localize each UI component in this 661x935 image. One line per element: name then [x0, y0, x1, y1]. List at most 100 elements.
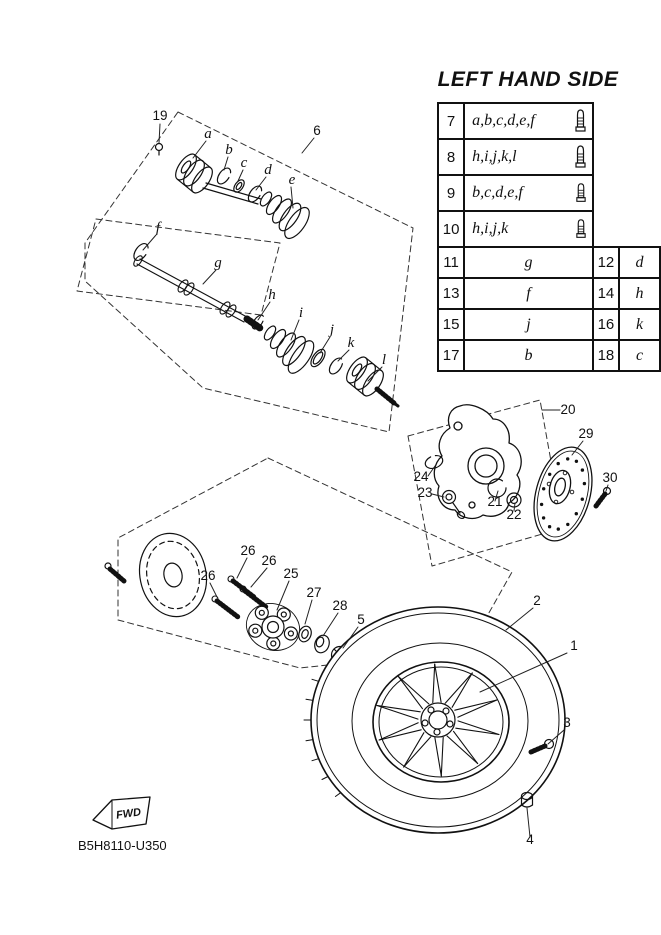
clamp-h [251, 314, 265, 330]
legend-letter: g [463, 246, 594, 279]
legend-ref-number: 7 [436, 102, 466, 140]
part-label-i: i [299, 305, 303, 321]
legend-ref-number: 8 [436, 138, 466, 176]
part-label-j: j [328, 322, 334, 338]
legend-letters: b,c,d,e,f [472, 184, 523, 201]
legend-ref-number: 17 [436, 339, 466, 372]
part-label-27: 27 [306, 585, 321, 600]
part-label-a: a [204, 126, 212, 142]
ring-d [247, 185, 263, 203]
part-label-21: 21 [487, 494, 502, 509]
legend-letter: j [463, 308, 594, 341]
legend-ref-number: 18 [591, 339, 621, 372]
bolt-icon [576, 182, 586, 202]
ball-joint-23 [441, 489, 466, 520]
legend-ref-number: 12 [591, 246, 621, 279]
circlip-b [216, 167, 232, 185]
wheel-studs [211, 575, 269, 620]
legend-row: 17 b 18 c [436, 339, 661, 372]
wheel-hub [245, 603, 301, 651]
part-label-19: 19 [152, 108, 167, 123]
part-label-c: c [241, 155, 248, 171]
legend-letter: k [618, 308, 661, 341]
part-label-k: k [348, 335, 355, 351]
part-label-b: b [225, 142, 233, 158]
brake-disc [533, 446, 593, 542]
hub-nut-28 [314, 634, 330, 654]
legend-row: 15 j 16 k [436, 308, 661, 341]
part-label-25: 25 [283, 566, 298, 581]
part-label-29: 29 [578, 426, 593, 441]
fwd-arrow-icon: FWD [92, 796, 151, 830]
part-code: B5H8110-U350 [78, 838, 167, 853]
part-label-1: 1 [570, 638, 578, 653]
rim-spokes [376, 663, 500, 777]
clamp-j [310, 348, 326, 368]
part-label-g: g [214, 255, 222, 271]
part-label-26: 26 [200, 568, 215, 583]
part-label-d: d [264, 162, 272, 178]
circlip-21 [487, 478, 507, 498]
legend-letter: d [618, 246, 661, 279]
tire-tread [303, 678, 342, 797]
part-label-3: 3 [563, 715, 571, 730]
part-label-e: e [289, 172, 296, 188]
clamp-k [328, 357, 344, 375]
steering-knuckle [433, 404, 522, 520]
rim-hub [420, 702, 456, 738]
part-label-20: 20 [560, 402, 575, 417]
wheel-tire [303, 606, 566, 834]
legend-letters: a,b,c,d,e,f [472, 112, 535, 129]
legend-ref-number: 11 [436, 246, 466, 279]
wheel-bolt-3 [528, 738, 555, 755]
disc-bolt-30 [593, 486, 612, 509]
part-labels: 19 a b c d e 6 f g h i j k l 20 29 24 23… [152, 108, 617, 847]
leader-lines [142, 123, 609, 838]
boot-e [259, 191, 310, 240]
legend-table: 7 a,b,c,d,e,f 8 h,i,j,k,l [436, 102, 661, 372]
part-label-2: 2 [533, 593, 541, 608]
cv-joint-outer [346, 356, 400, 408]
part-label-30: 30 [602, 470, 617, 485]
legend-letter: h [618, 277, 661, 310]
part-label-6: 6 [313, 123, 321, 138]
fwd-label: FWD [115, 806, 142, 821]
legend-ref-number: 16 [591, 308, 621, 341]
legend-row: 8 h,i,j,k,l [436, 138, 660, 176]
legend-ref-number: 9 [436, 174, 466, 212]
legend-letter: c [618, 339, 661, 372]
legend-letters: h,i,j,k,l [472, 148, 517, 165]
ring-24 [424, 454, 444, 470]
legend-row: 13 f 14 h [436, 277, 661, 310]
part-label-f: f [156, 220, 162, 236]
part-label-26: 26 [261, 553, 276, 568]
legend-letter: b [463, 339, 594, 372]
legend-ref-number: 13 [436, 277, 466, 310]
part-label-4: 4 [526, 832, 534, 847]
backing-plate [104, 532, 208, 618]
axle-shaft-g [133, 255, 264, 332]
legend-letters: h,i,j,k [472, 220, 509, 237]
washer-c [233, 179, 245, 193]
knuckle-dashed-box [407, 399, 564, 567]
hub-washer-27 [298, 625, 312, 643]
part-label-5: 5 [357, 612, 365, 627]
part-label-22: 22 [506, 507, 521, 522]
cv-joint-inner [175, 153, 262, 205]
legend-row: 9 b,c,d,e,f [436, 174, 660, 212]
legend-letter: f [463, 277, 594, 310]
legend-row: 10 h,i,j,k [436, 210, 660, 248]
part-label-28: 28 [332, 598, 347, 613]
legend-ref-number: 14 [591, 277, 621, 310]
part-label-h: h [268, 287, 276, 303]
legend-row: 11 g 12 d [436, 246, 661, 279]
boot-i [263, 325, 315, 374]
part-label-24: 24 [413, 469, 429, 484]
bolt-icon [575, 108, 586, 132]
part-label-26: 26 [240, 543, 255, 558]
bolt-icon [575, 144, 586, 168]
part-label-l: l [382, 352, 386, 368]
legend-ref-number: 15 [436, 308, 466, 341]
